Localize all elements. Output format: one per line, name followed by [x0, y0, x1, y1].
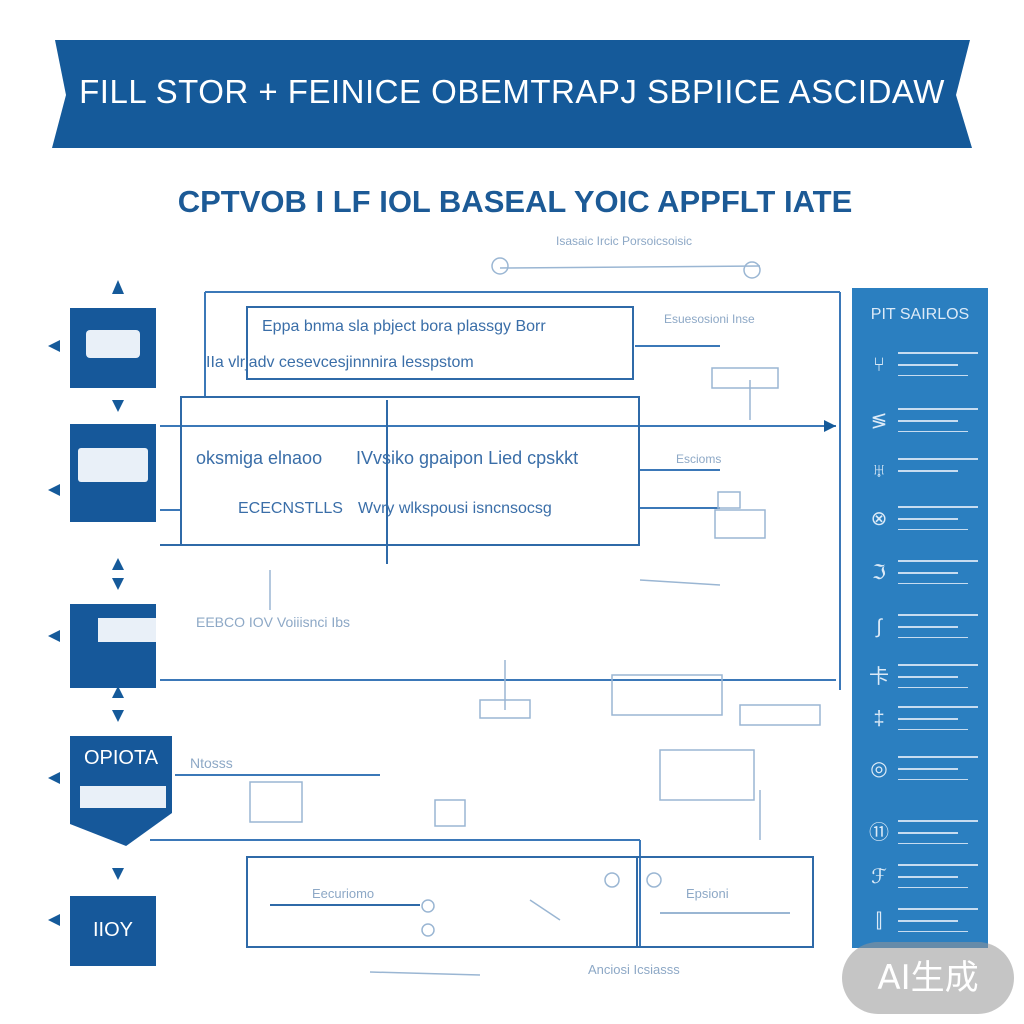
bottom-process-box-divider — [636, 856, 638, 948]
sidebar-item-icon: ⑂ — [866, 352, 892, 378]
sidebar-item: ⫿ — [866, 904, 984, 938]
sidebar-item: ⑪ — [866, 816, 984, 850]
connector-line — [660, 912, 790, 914]
sidebar-item-icon: ◎ — [866, 756, 892, 782]
sidebar-item-icon: ‡ — [866, 706, 892, 732]
sidebar-item-icon: ≶ — [866, 408, 892, 434]
left-block-3 — [70, 604, 156, 688]
sidebar-item: ∫ — [866, 610, 984, 644]
sidebar-item: ♅ — [866, 454, 984, 488]
label-right-of-box2: Escioms — [676, 452, 721, 466]
device-icon — [78, 448, 148, 482]
process-box-2-divider-h — [160, 544, 640, 546]
top-connector-label: Isasaic Ircic Porsoicsoisic — [556, 234, 692, 248]
sidebar-item-icon: ♅ — [866, 458, 892, 484]
bottom-process-box — [246, 856, 814, 948]
ai-generated-badge: AI生成 — [842, 942, 1014, 1014]
left-block-5-label: IIOY — [70, 916, 156, 944]
process-box-1-line2: IIa vlrjadv cesevcesjinnnira lesspstom — [206, 354, 474, 372]
bottom-box-label-2: Epsioni — [686, 886, 729, 901]
sidebar-item: ‡ — [866, 702, 984, 736]
sidebar-item-icon: ℑ — [866, 560, 892, 586]
sidebar-item: 卡 — [866, 660, 984, 694]
process-box-2-row1-right: IVvsiko gpaipon Lied cpskkt — [356, 448, 578, 469]
left-block-5: IIOY — [70, 896, 156, 966]
sidebar-item-icon: ⊗ — [866, 506, 892, 532]
label-right-of-box1: Esuesosioni Inse — [664, 312, 755, 326]
right-sidebar: PIT SAIRLOS ⑂ ≶ ♅ ⊗ ℑ ∫ 卡 ‡ ◎ ⑪ ℱ ⫿ — [852, 288, 988, 948]
process-box-2-row1-left: oksmiga elnaoo — [196, 448, 322, 469]
device-icon — [86, 330, 140, 358]
bottom-box-label-1: Eecuriomo — [312, 886, 374, 901]
left-block-1 — [70, 308, 156, 388]
sidebar-item-icon: ⫿ — [866, 908, 892, 934]
left-block-2 — [70, 424, 156, 522]
sidebar-item: ℑ — [866, 556, 984, 590]
sidebar-item-icon: ⑪ — [866, 820, 892, 846]
label-lower-left: Ntosss — [190, 755, 233, 771]
process-box-2-row2-left: ECECNSTLLS — [238, 500, 343, 518]
process-box-2-row2-right: Wvry wlkspousi isncnsocsg — [358, 500, 552, 518]
sidebar-item-icon: ℱ — [866, 864, 892, 890]
sidebar-item-icon: 卡 — [866, 664, 892, 690]
left-block-4-label: OPIOTA — [70, 744, 172, 772]
sidebar-item-icon: ∫ — [866, 614, 892, 640]
device-icon — [80, 786, 166, 808]
sidebar-item: ℱ — [866, 860, 984, 894]
label-mid-left: EEBCO IOV Voiiisnci Ibs — [196, 614, 350, 630]
device-icon — [98, 618, 156, 642]
process-box-1-line1: Eppa bnma sla pbject bora plassgy Borr — [262, 318, 546, 336]
sidebar-item: ◎ — [866, 752, 984, 786]
sidebar-item: ⑂ — [866, 348, 984, 382]
label-bottom: Anciosi Icsiasss — [588, 962, 680, 977]
process-box-2-divider-v — [386, 400, 388, 564]
connector-line — [270, 904, 420, 906]
sidebar-title: PIT SAIRLOS — [852, 306, 988, 324]
process-box-2 — [180, 396, 640, 546]
sidebar-item: ≶ — [866, 404, 984, 438]
sidebar-item: ⊗ — [866, 502, 984, 536]
